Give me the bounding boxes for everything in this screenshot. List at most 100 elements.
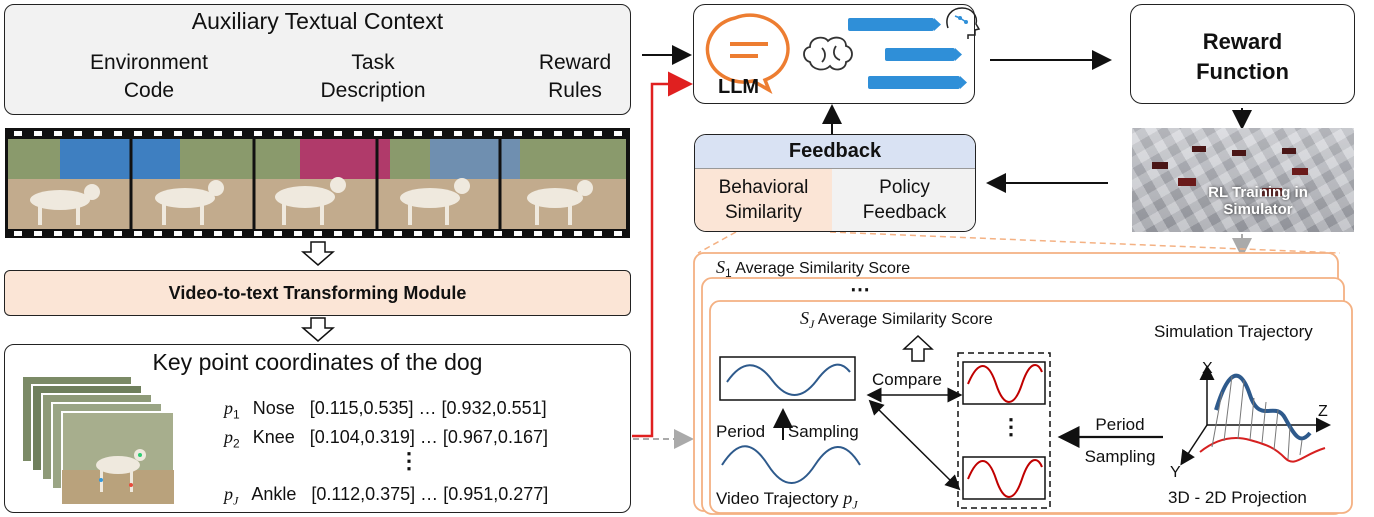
s1-text: Average Similarity Score [735,260,911,277]
aux-item-task-line1: Task [351,51,395,74]
aux-item-task: Task Description [308,49,438,105]
axis-z-label: Z [1318,403,1328,420]
kpj-name: Ankle [251,484,297,504]
simulation-trajectory-label: Simulation Trajectory [1154,322,1313,341]
sampling2: Sampling [1084,447,1156,466]
kp1-sub: 1 [233,407,240,422]
aux-item-env: Environment Code [84,49,214,105]
sampling1: Sampling [787,422,859,441]
axis-y-label: Y [1170,464,1181,481]
keypoints-panel [4,344,631,513]
aux-item-reward-line2: Rules [548,79,602,102]
hollow-arrow-up [902,334,934,362]
llm-box [693,4,975,104]
aux-item-reward-line1: Reward [538,51,612,74]
compare-arrow-diagonal [868,399,961,491]
kp2-name: Knee [252,427,295,447]
bar-3 [868,76,960,89]
kp1-dots: … [418,398,437,418]
sim-floor [1132,128,1354,232]
period1: Period [716,422,766,441]
video-traj-sym: p [843,488,853,508]
kp1-first: [0.115,0.535] [309,398,414,418]
aux-item-env-line1: Environment [90,51,208,74]
keypoint-row-1: p1 Nose [0.115,0.535] … [0.932,0.551] [224,398,547,422]
feedback-title: Feedback [695,135,975,169]
sj-score-label: SJ Average Similarity Score [800,308,993,332]
bar-1 [848,18,934,31]
compare-label: Compare [872,370,942,389]
rl-line2: Simulator [1223,201,1293,218]
keypoints-title: Key point coordinates of the dog [152,349,483,375]
kp2-sub: 2 [233,436,240,451]
kpj-last: [0.951,0.277] [443,484,549,504]
rl-line1: RL Training in [1208,184,1308,201]
aux-item-task-line2: Description [320,79,426,102]
reward-function-box: Reward Function [1130,4,1355,104]
feedback-left-line1: Behavioral [718,177,809,198]
video-to-text-module: Video-to-text Transforming Module [4,270,631,316]
llm-label: LLM [718,76,760,98]
hollow-arrow-down-1 [300,241,336,266]
kp2-first: [0.104,0.319] [309,427,415,447]
kp1-last: [0.932,0.551] [441,398,547,418]
dog-frames [30,177,593,225]
film-strip [5,128,630,238]
kp1-name: Nose [252,398,295,418]
video-traj-sub: J [852,497,858,512]
kpj-dots: … [420,484,439,504]
feedback-left-line2: Similarity [724,202,803,223]
sim-sample-box-top [962,361,1046,405]
sj-sub: J [809,317,815,332]
video-trajectory-wave [721,445,861,484]
feedback-right: Policy Feedback [832,169,975,231]
video-trajectory-label: Video Trajectory pJ [716,488,858,512]
keypoints-vdots: ⋮ [398,448,420,473]
projection-plot [1180,365,1331,466]
period2: Period [1095,415,1145,434]
aux-context-panel [4,4,631,115]
feedback-right-line1: Policy [879,177,930,198]
aux-item-reward: Reward Rules [525,49,625,105]
sim-samples-vdots: ⋮ [1000,414,1022,439]
rl-label: RL Training in Simulator [1132,184,1354,218]
keypoint-row-j: pJ Ankle [0.112,0.375] … [0.951,0.277] [224,484,548,509]
similarity-hdots: ⋯ [850,279,870,301]
robots [1132,128,1354,232]
film-perforations [14,131,622,236]
sim-samples-dashed-box [957,352,1051,509]
period-sampling-left-label: Period Sampling [716,422,859,442]
period-sampling-right-label: Period Sampling [1072,413,1168,469]
kpj-sub: J [233,493,239,508]
reward-line2: Function [1196,59,1289,84]
video-to-text-label: Video-to-text Transforming Module [168,283,467,303]
bar-2 [885,48,955,61]
aux-context-title: Auxiliary Textual Context [191,8,444,34]
kpj-sym: p [224,484,233,504]
projection-label: 3D - 2D Projection [1168,488,1307,507]
axis-x-label: X [1202,360,1213,377]
red-arrow-keypoints-to-llm [632,71,693,438]
kpj-first: [0.112,0.375] [311,484,416,504]
s1-sub: 1 [725,266,732,281]
llm-graphics [705,7,981,94]
feedback-left: Behavioral Similarity [695,169,832,231]
kp2-dots: … [419,427,438,447]
feedback-right-line2: Feedback [862,202,947,223]
stacked-frames [21,375,175,505]
reward-line1: Reward [1202,29,1283,54]
sj-sym: S [800,308,809,328]
sim-sample-wave-top [967,364,1043,403]
kp2-last: [0.967,0.167] [442,427,548,447]
sim-sample-wave-bottom [967,459,1043,498]
s1-sym: S [716,257,725,277]
kp1-sym: p [224,398,233,418]
brain-icon [803,36,853,71]
video-sample-wave [726,363,851,396]
hollow-arrow-down-2 [300,317,336,342]
video-traj-text: Video Trajectory [716,489,839,508]
sj-text: Average Similarity Score [817,311,993,328]
sim-sample-box-bottom [962,456,1046,500]
rl-simulator-image: RL Training in Simulator [1132,128,1354,232]
flare-dashed-lines [697,231,1341,254]
